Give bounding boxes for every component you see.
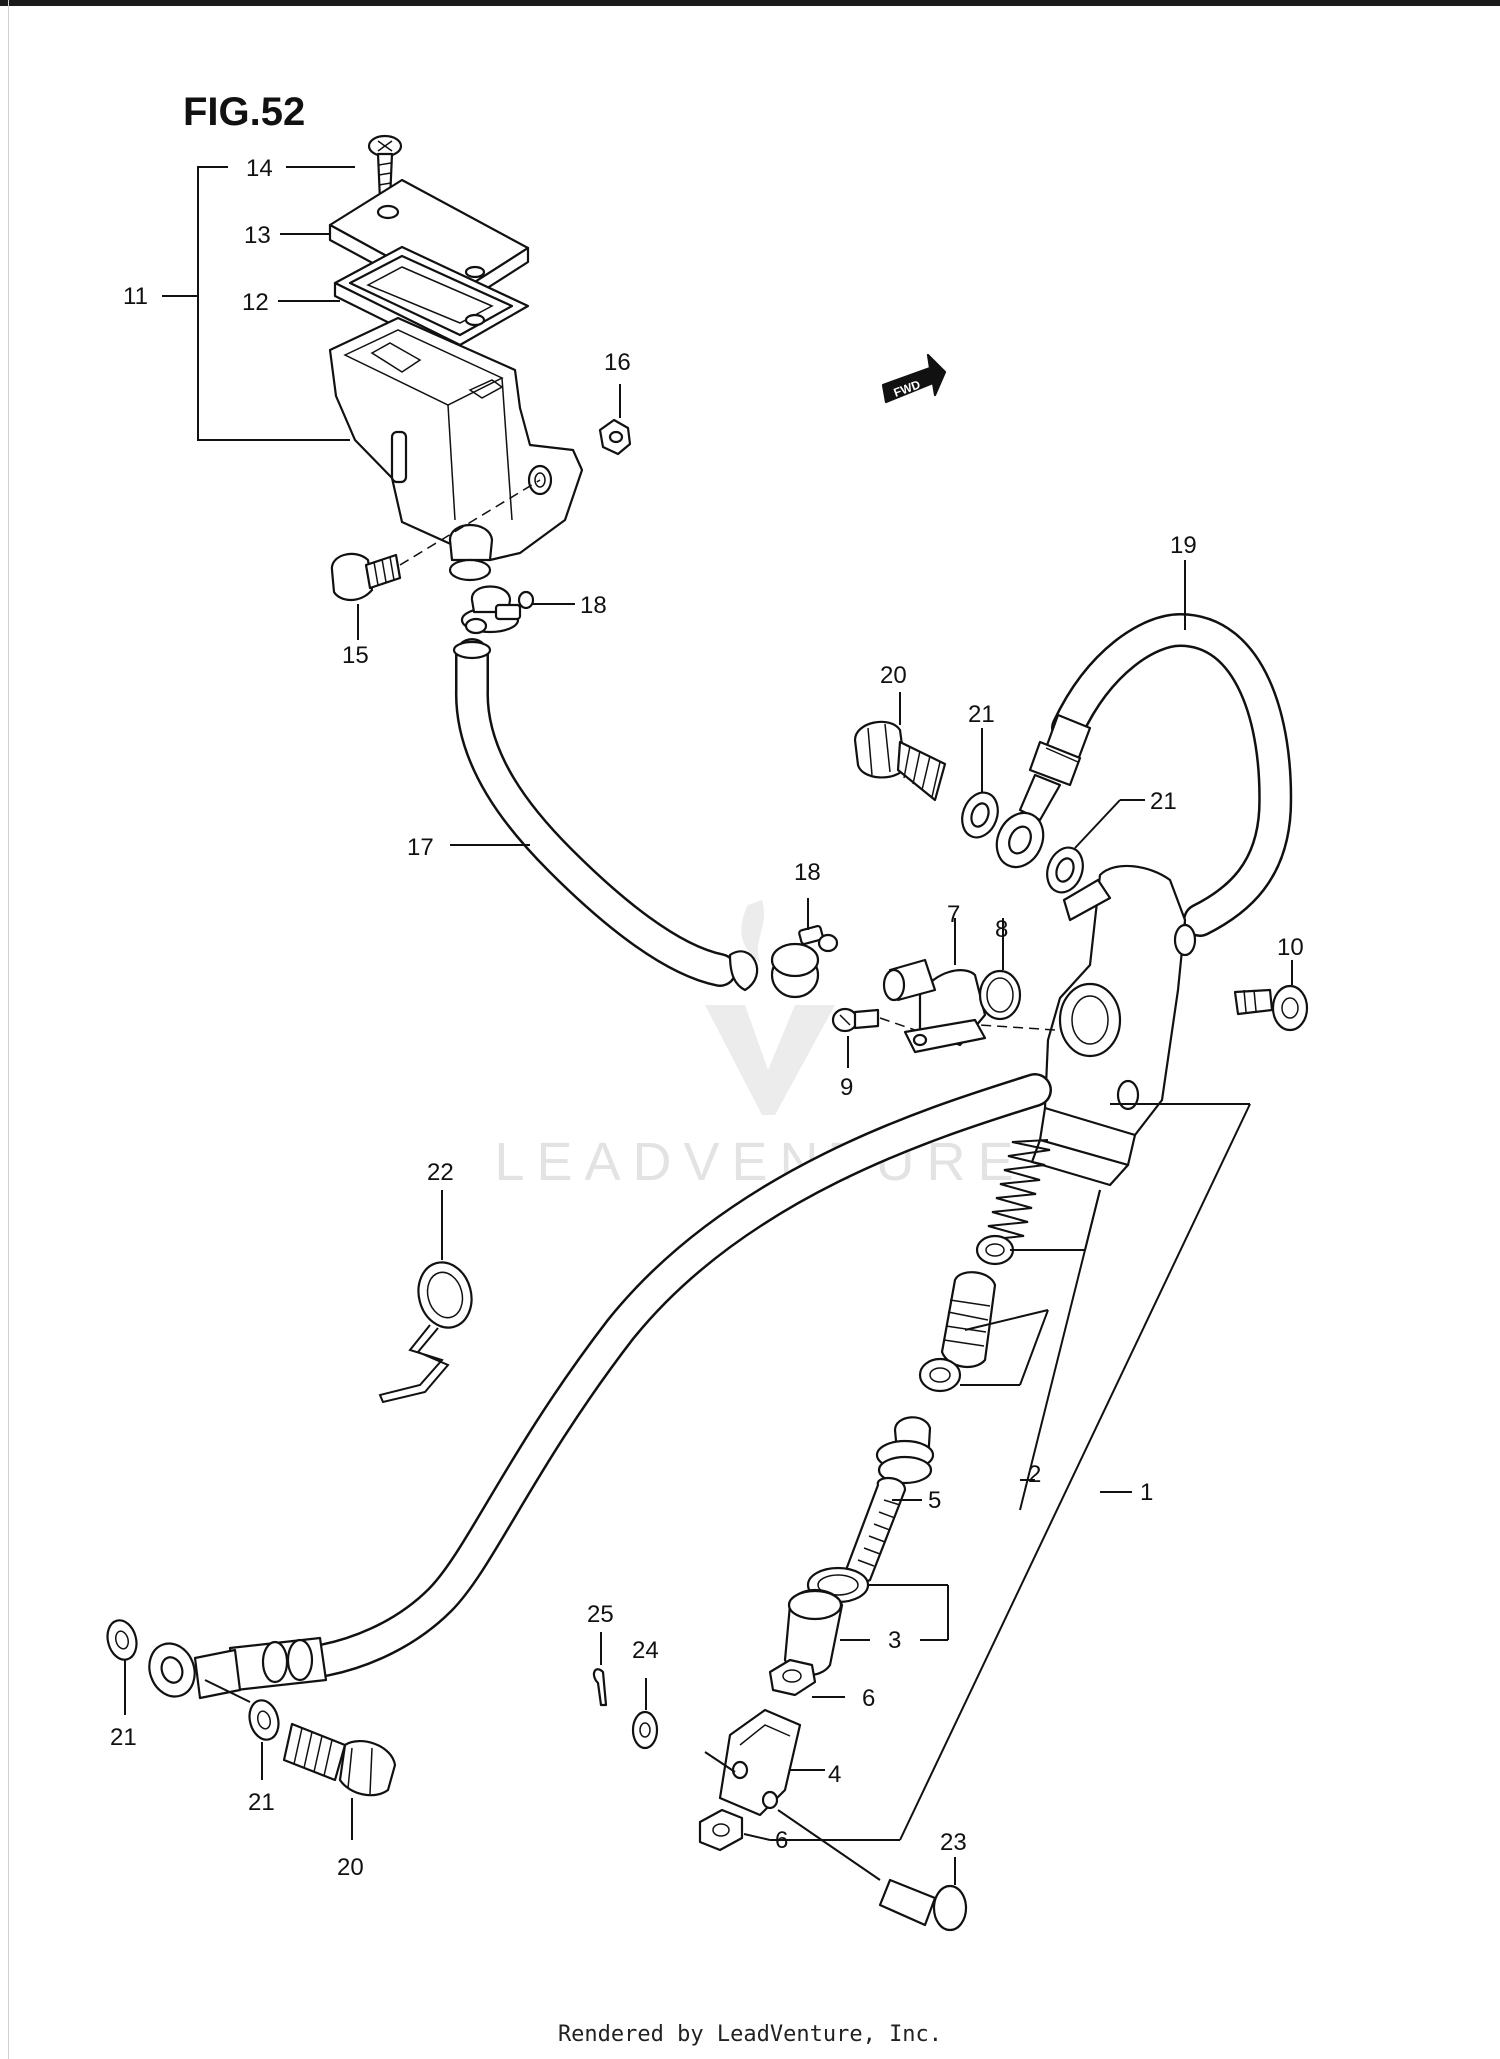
callout-23: 23 — [940, 1829, 967, 1856]
callout-7: 7 — [947, 901, 960, 928]
hose-clip — [378, 1190, 473, 1404]
piston-set — [918, 1189, 1101, 1511]
spring — [983, 1139, 1051, 1241]
o-ring — [978, 918, 1022, 1021]
callout-5: 5 — [928, 1487, 941, 1514]
lower-brake-hose — [148, 1073, 1052, 1700]
hose-clamp-upper — [460, 585, 575, 635]
footer-credit: Rendered by LeadVenture, Inc. — [557, 2022, 943, 2047]
callout-8: 8 — [995, 916, 1008, 943]
callout-11: 11 — [123, 283, 148, 310]
page-top-border — [0, 0, 1500, 6]
gasket-washer-upper-2 — [1046, 799, 1145, 894]
callout-21-lower-a: 21 — [110, 1724, 137, 1751]
callout-2: 2 — [1028, 1461, 1041, 1488]
watermark-text: LEADVENTURE — [494, 1132, 1025, 1192]
connector — [882, 918, 987, 1054]
callout-4: 4 — [828, 1761, 841, 1788]
figure-title: FIG.52 — [183, 90, 305, 134]
push-rod — [844, 1416, 935, 1584]
gasket-washer-lower-2 — [204, 1679, 280, 1780]
callout-10: 10 — [1277, 934, 1304, 961]
callout-6-lower: 6 — [775, 1827, 788, 1854]
callout-12: 12 — [242, 289, 269, 316]
reservoir-body — [328, 316, 584, 582]
callout-24: 24 — [632, 1637, 659, 1664]
callout-6-upper: 6 — [862, 1685, 875, 1712]
callout-22: 22 — [427, 1159, 454, 1186]
cap-screw — [367, 134, 403, 202]
master-cylinder-body — [770, 864, 1251, 1841]
union-bolt-lower — [282, 1722, 397, 1840]
callout-17: 17 — [407, 834, 434, 861]
callout-21-upper-b: 21 — [1150, 788, 1177, 815]
callout-20-lower: 20 — [337, 1854, 364, 1881]
gasket-washer-lower-1 — [106, 1619, 138, 1715]
callout-25: 25 — [587, 1601, 614, 1628]
callout-3: 3 — [888, 1627, 901, 1654]
callout-18-lower: 18 — [794, 859, 821, 886]
nut-upper — [768, 1658, 845, 1698]
gasket-washer-upper-1 — [961, 728, 999, 839]
reservoir-hose — [450, 638, 759, 992]
callout-1: 1 — [1140, 1479, 1153, 1506]
scan-left-edge — [8, 0, 9, 2059]
washer — [631, 1678, 659, 1750]
hose-clamp-lower — [770, 898, 839, 999]
nut-lower — [698, 1808, 771, 1852]
watermark-logo — [705, 1005, 835, 1115]
reservoir-assembly-bracket — [197, 166, 350, 441]
connector-screw — [831, 1007, 916, 1068]
callout-19: 19 — [1170, 532, 1197, 559]
callout-9: 9 — [840, 1074, 853, 1101]
clevis-joint — [704, 1708, 881, 1881]
watermark: LEADVENTURE — [494, 900, 1025, 1192]
mounting-bolt — [1233, 960, 1309, 1032]
callout-labels: 1 2 3 4 5 6 6 7 8 9 10 11 12 13 14 15 16… — [110, 155, 1304, 1881]
reservoir-bolt — [330, 479, 541, 640]
boot — [783, 1585, 949, 1677]
callout-15: 15 — [342, 642, 369, 669]
cotter-pin — [592, 1632, 608, 1707]
callout-14: 14 — [246, 155, 273, 182]
clevis-pin — [878, 1857, 968, 1932]
callout-16: 16 — [604, 349, 631, 376]
callout-18-upper: 18 — [580, 592, 607, 619]
callout-20-upper: 20 — [880, 662, 907, 689]
upper-brake-hose — [995, 560, 1293, 937]
callout-13: 13 — [244, 222, 271, 249]
callout-21-upper-a: 21 — [968, 701, 995, 728]
union-bolt-upper — [853, 692, 947, 802]
fwd-arrow-badge: FWD — [881, 353, 947, 404]
callout-21-lower-b: 21 — [248, 1789, 275, 1816]
reservoir-nut — [598, 384, 632, 456]
